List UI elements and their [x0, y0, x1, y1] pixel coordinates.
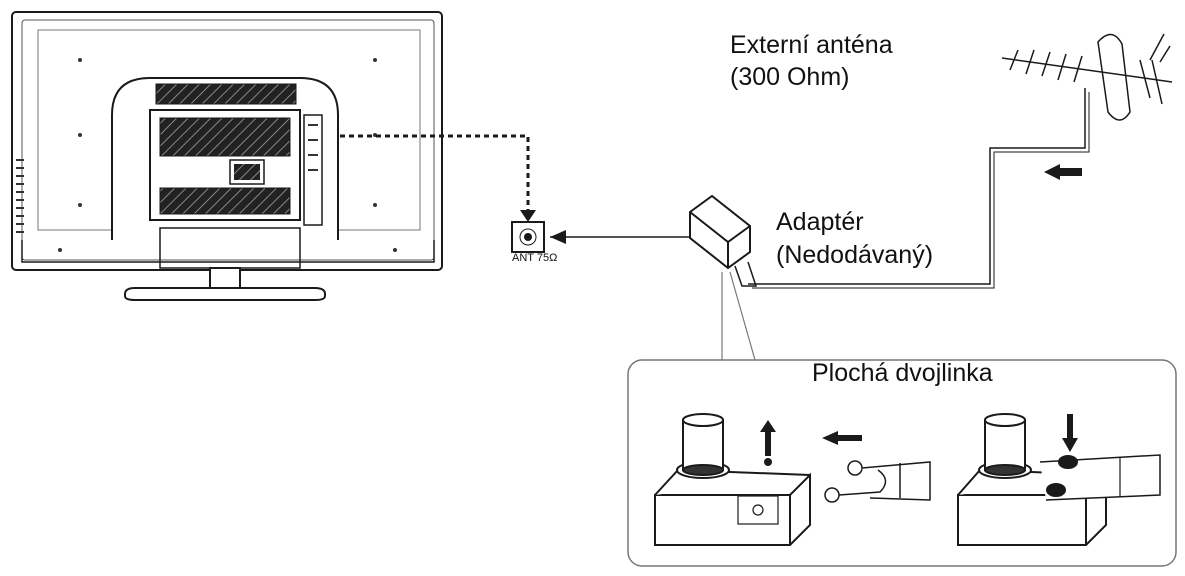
tv-vent-lower	[159, 187, 291, 215]
press-down-arrow-icon	[1062, 414, 1078, 452]
connector-block-left	[654, 413, 811, 546]
tv-connector-row	[155, 83, 297, 105]
tv-frame-inner	[21, 19, 435, 261]
tv-bottom-rail	[21, 240, 435, 263]
twin-lead-cable	[748, 88, 1086, 285]
adapter-label-line1: Adaptér	[776, 208, 864, 236]
ant-socket	[511, 221, 545, 253]
callout-line-right	[729, 271, 756, 361]
tv-to-socket-dotted-cable	[340, 134, 530, 210]
socket-down-arrow-icon	[520, 210, 536, 222]
tv-stand-neck	[209, 267, 241, 291]
tv-side-vent	[16, 159, 24, 233]
antenna-label-line1: Externí anténa	[730, 31, 893, 59]
twin-lead-left-arrow-icon	[1044, 164, 1082, 180]
antenna-label-line2: (300 Ohm)	[730, 63, 850, 91]
twin-lead-label: Plochá dvojlinka	[812, 359, 993, 387]
antenna-icon	[1001, 33, 1173, 121]
tv-stand-base	[124, 287, 326, 301]
ant-socket-label: ANT 75Ω	[512, 252, 558, 264]
tv-label-plate-fill	[234, 164, 260, 180]
left-arrow-icon	[550, 230, 566, 244]
tv-vent-upper	[159, 117, 291, 157]
adapter-box	[689, 194, 758, 287]
twin-lead-wire-ends	[824, 460, 931, 503]
tv-rear-view	[11, 11, 443, 301]
lift-up-arrow-icon	[760, 420, 776, 456]
adapter-label-line2: (Nedodávaný)	[776, 241, 934, 269]
connector-block-right	[957, 413, 1161, 546]
tv-screws	[58, 58, 397, 252]
push-left-arrow-icon	[822, 431, 862, 445]
twin-lead-cable-2	[752, 92, 1090, 289]
